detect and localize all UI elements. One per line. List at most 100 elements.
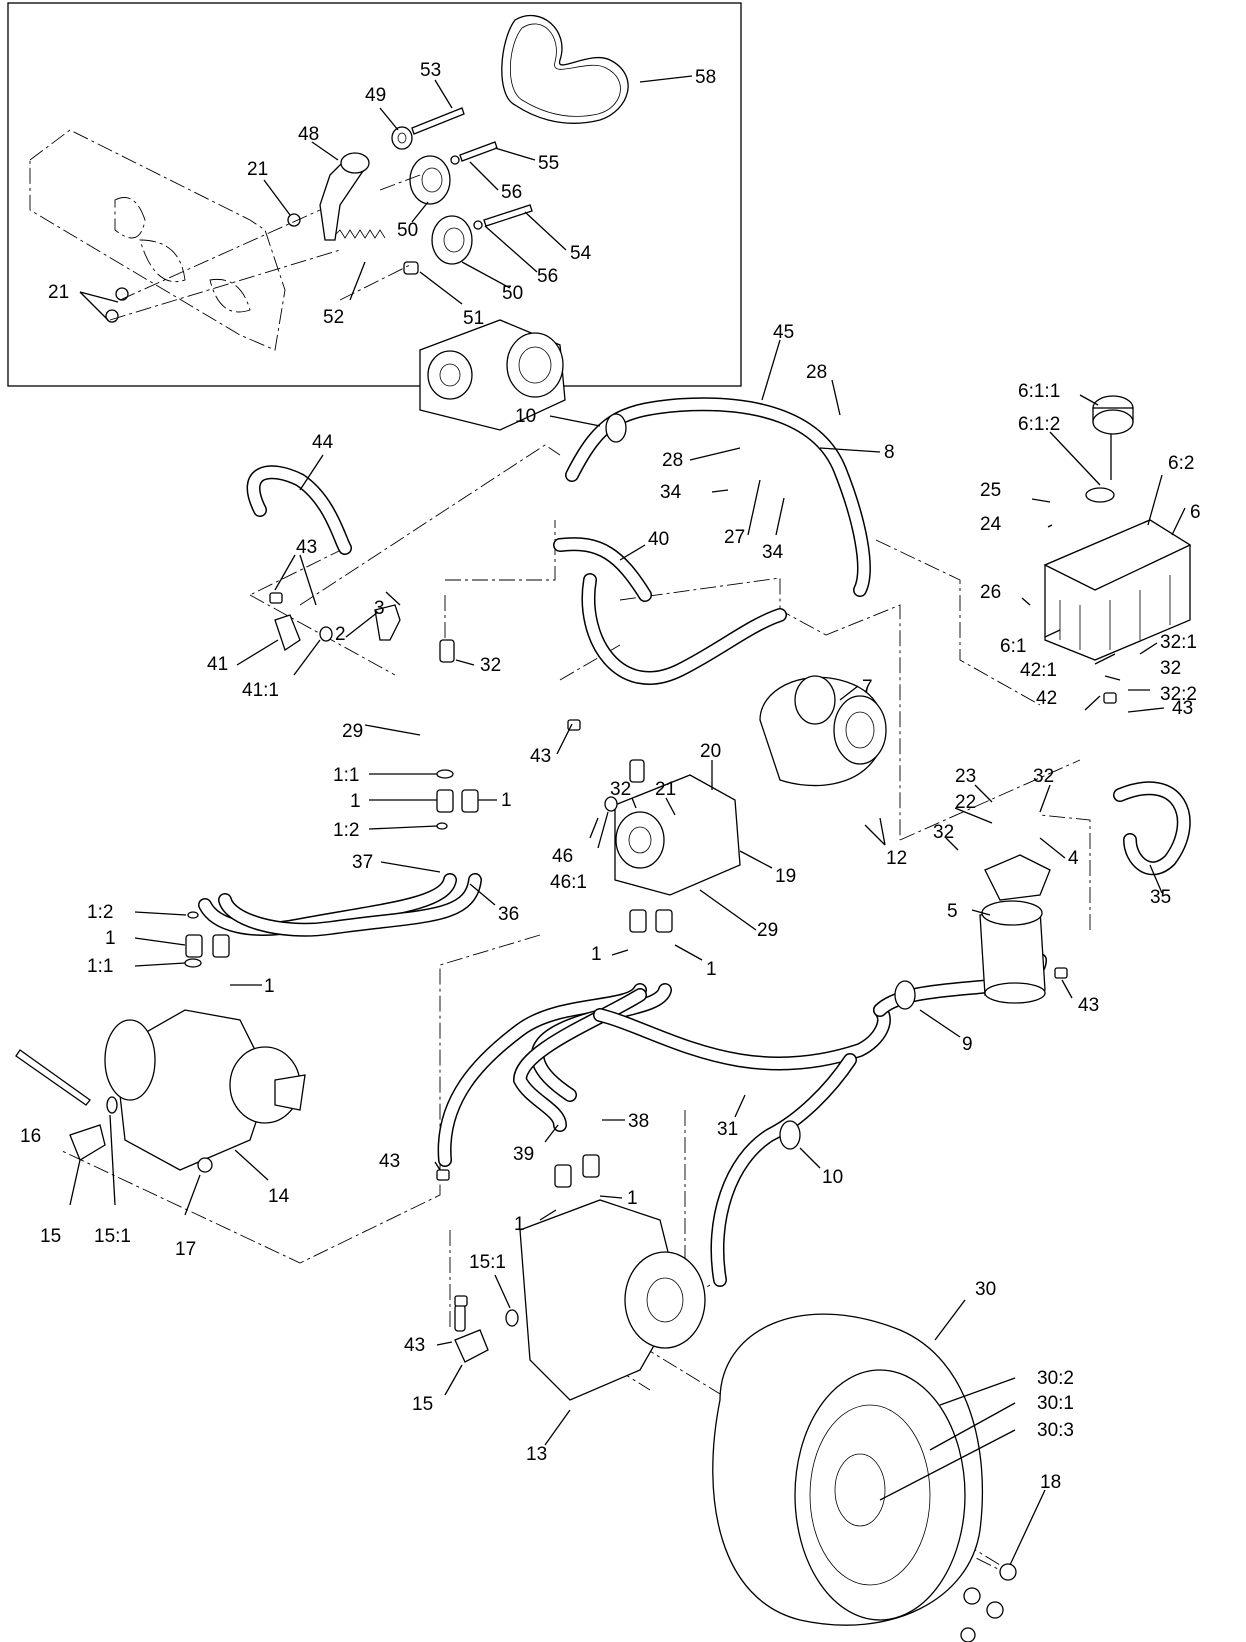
callout-31: 31 (717, 1119, 738, 1140)
callout-55: 55 (538, 153, 559, 174)
callout-50: 50 (397, 220, 418, 241)
callout-10: 10 (822, 1167, 843, 1188)
inset-belt-drive (7, 2, 742, 387)
callout-18: 18 (1040, 1472, 1061, 1493)
callout-21: 21 (655, 779, 676, 800)
callout-1-1: 1:1 (333, 765, 359, 786)
callout-1: 1 (591, 944, 602, 965)
callout-43: 43 (379, 1151, 400, 1172)
callout-32: 32 (933, 822, 954, 843)
callout-30-1: 30:1 (1037, 1393, 1074, 1414)
callout-39: 39 (513, 1144, 534, 1165)
callout-1-1: 1:1 (87, 956, 113, 977)
callout-51: 51 (463, 308, 484, 329)
callout-34: 34 (660, 482, 682, 503)
callout-28: 28 (662, 450, 683, 471)
callout-29: 29 (757, 920, 778, 941)
callout-44: 44 (312, 432, 334, 453)
callout-43: 43 (1078, 995, 1099, 1016)
callout-32: 32 (480, 655, 501, 676)
callout-3: 3 (374, 598, 385, 619)
callout-42: 42 (1036, 688, 1057, 709)
callout-15: 15 (40, 1226, 61, 1247)
callout-38: 38 (628, 1111, 649, 1132)
callout-30-2: 30:2 (1037, 1368, 1074, 1389)
callout-28: 28 (806, 362, 827, 383)
callout-24: 24 (980, 514, 1002, 535)
callout-50: 50 (502, 283, 523, 304)
callout-48: 48 (298, 124, 319, 145)
callout-1: 1 (706, 959, 717, 980)
callout-1: 1 (501, 790, 512, 811)
callout-25: 25 (980, 480, 1001, 501)
callout-7: 7 (862, 677, 873, 698)
callout-43: 43 (1172, 698, 1193, 719)
callout-9: 9 (962, 1034, 973, 1055)
callout-56: 56 (537, 266, 558, 287)
callout-21: 21 (247, 159, 268, 180)
callout-1: 1 (350, 791, 361, 812)
callout-58: 58 (695, 67, 716, 88)
callout-52: 52 (323, 307, 344, 328)
callout-13: 13 (526, 1444, 547, 1465)
callout-43: 43 (296, 537, 317, 558)
callout-40: 40 (648, 529, 669, 550)
callout-34: 34 (762, 542, 784, 563)
callout-32-2: 32:2 (1160, 684, 1197, 705)
callout-1-2: 1:2 (87, 902, 113, 923)
callout-6-1-2: 6:1:2 (1018, 414, 1060, 435)
callout-42-1: 42:1 (1020, 660, 1057, 681)
callout-12: 12 (886, 848, 907, 869)
callout-32: 32 (1160, 658, 1181, 679)
callout-2: 2 (335, 624, 346, 645)
callout-1-2: 1:2 (333, 820, 359, 841)
callout-54: 54 (570, 243, 592, 264)
leader-lines (69, 75, 1186, 1566)
callout-30: 30 (975, 1279, 996, 1300)
callout-1: 1 (627, 1188, 638, 1209)
callout-32: 32 (610, 779, 631, 800)
callout-46: 46 (552, 846, 573, 867)
callout-46-1: 46:1 (550, 872, 587, 893)
callout-6-1-1: 6:1:1 (1018, 381, 1060, 402)
callout-41-1: 41:1 (242, 680, 279, 701)
callout-35: 35 (1150, 887, 1171, 908)
callout-8: 8 (884, 442, 895, 463)
callout-1: 1 (264, 976, 275, 997)
callout-23: 23 (955, 766, 976, 787)
callout-56: 56 (501, 182, 522, 203)
callout-43: 43 (530, 746, 551, 767)
callout-15: 15 (412, 1394, 433, 1415)
callout-15-1: 15:1 (94, 1226, 131, 1247)
callout-37: 37 (352, 852, 373, 873)
callout-1: 1 (514, 1214, 525, 1235)
callout-49: 49 (365, 85, 386, 106)
main-assembly (15, 319, 1192, 1642)
callout-5: 5 (947, 901, 958, 922)
callout-4: 4 (1068, 848, 1079, 869)
callout-labels: 58 53 49 48 21 55 56 50 54 56 50 21 52 5… (20, 60, 1201, 1493)
callout-43: 43 (404, 1335, 425, 1356)
callout-32: 32 (1033, 766, 1054, 787)
callout-32-1: 32:1 (1160, 632, 1197, 653)
callout-41: 41 (207, 654, 228, 675)
callout-1: 1 (105, 928, 116, 949)
callout-21: 21 (48, 282, 69, 303)
callout-16: 16 (20, 1126, 41, 1147)
callout-29: 29 (342, 721, 363, 742)
callout-6: 6 (1190, 502, 1201, 523)
callout-53: 53 (420, 60, 441, 81)
callout-19: 19 (775, 866, 796, 887)
callout-22: 22 (955, 792, 976, 813)
callout-20: 20 (700, 741, 721, 762)
callout-27: 27 (724, 527, 745, 548)
callout-30-3: 30:3 (1037, 1420, 1074, 1441)
callout-26: 26 (980, 582, 1001, 603)
callout-15-1: 15:1 (469, 1252, 506, 1273)
callout-36: 36 (498, 904, 519, 925)
callout-6-1: 6:1 (1000, 636, 1026, 657)
callout-45: 45 (773, 322, 794, 343)
callout-6-2: 6:2 (1168, 453, 1194, 474)
callout-10: 10 (515, 406, 536, 427)
